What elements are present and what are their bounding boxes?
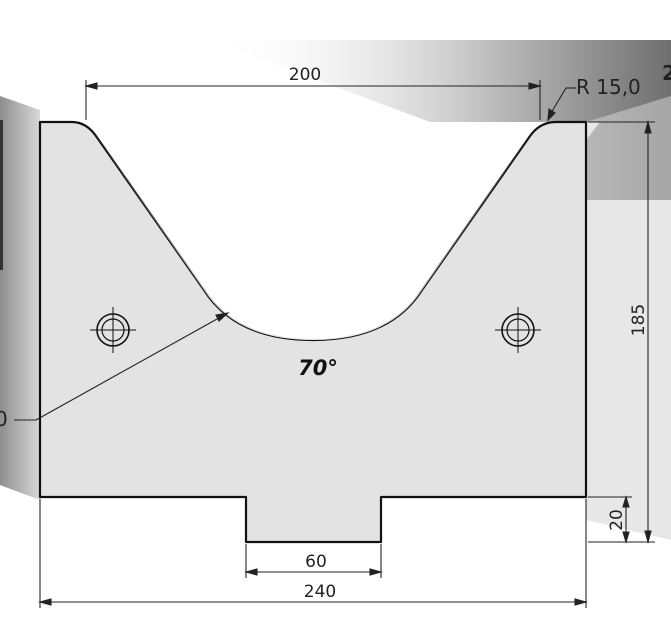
- mounting-hole-right: [495, 307, 541, 353]
- dim-tang-height: [588, 495, 632, 544]
- groove-shade: [86, 122, 556, 340]
- groove-leader: [14, 312, 230, 421]
- dim-radius-label: R 15,0: [576, 75, 641, 99]
- shadow-band-left: [0, 96, 40, 500]
- dim-total-width-label: 240: [304, 582, 336, 602]
- dim-top-width-label: 200: [289, 65, 321, 85]
- left-edge-mark: [0, 120, 3, 270]
- partial-left-label: 0: [0, 407, 8, 431]
- dim-total-width: [37, 499, 589, 608]
- dim-top-width: [83, 80, 543, 120]
- partial-right-label: 2: [662, 61, 671, 85]
- mounting-hole-left: [90, 307, 136, 353]
- dim-tang-width-label: 60: [305, 552, 327, 572]
- dim-tang-height-label: 20: [607, 509, 627, 531]
- dim-height-label: 185: [629, 304, 649, 336]
- dim-tang-width: [243, 544, 384, 578]
- angle-label: 70°: [298, 356, 338, 380]
- shadow-band-right: [586, 96, 671, 540]
- shadow-band-top: [210, 40, 671, 200]
- dim-radius-leader: [547, 87, 576, 122]
- dim-height: [588, 119, 655, 545]
